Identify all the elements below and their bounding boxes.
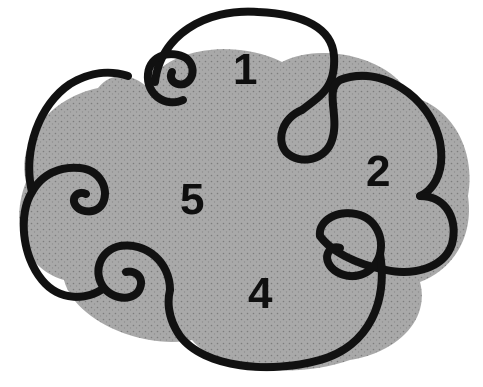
label-two: 2 (366, 147, 390, 196)
label-five: 5 (180, 175, 204, 224)
label-one: 1 (233, 45, 257, 94)
label-four: 4 (248, 269, 273, 318)
